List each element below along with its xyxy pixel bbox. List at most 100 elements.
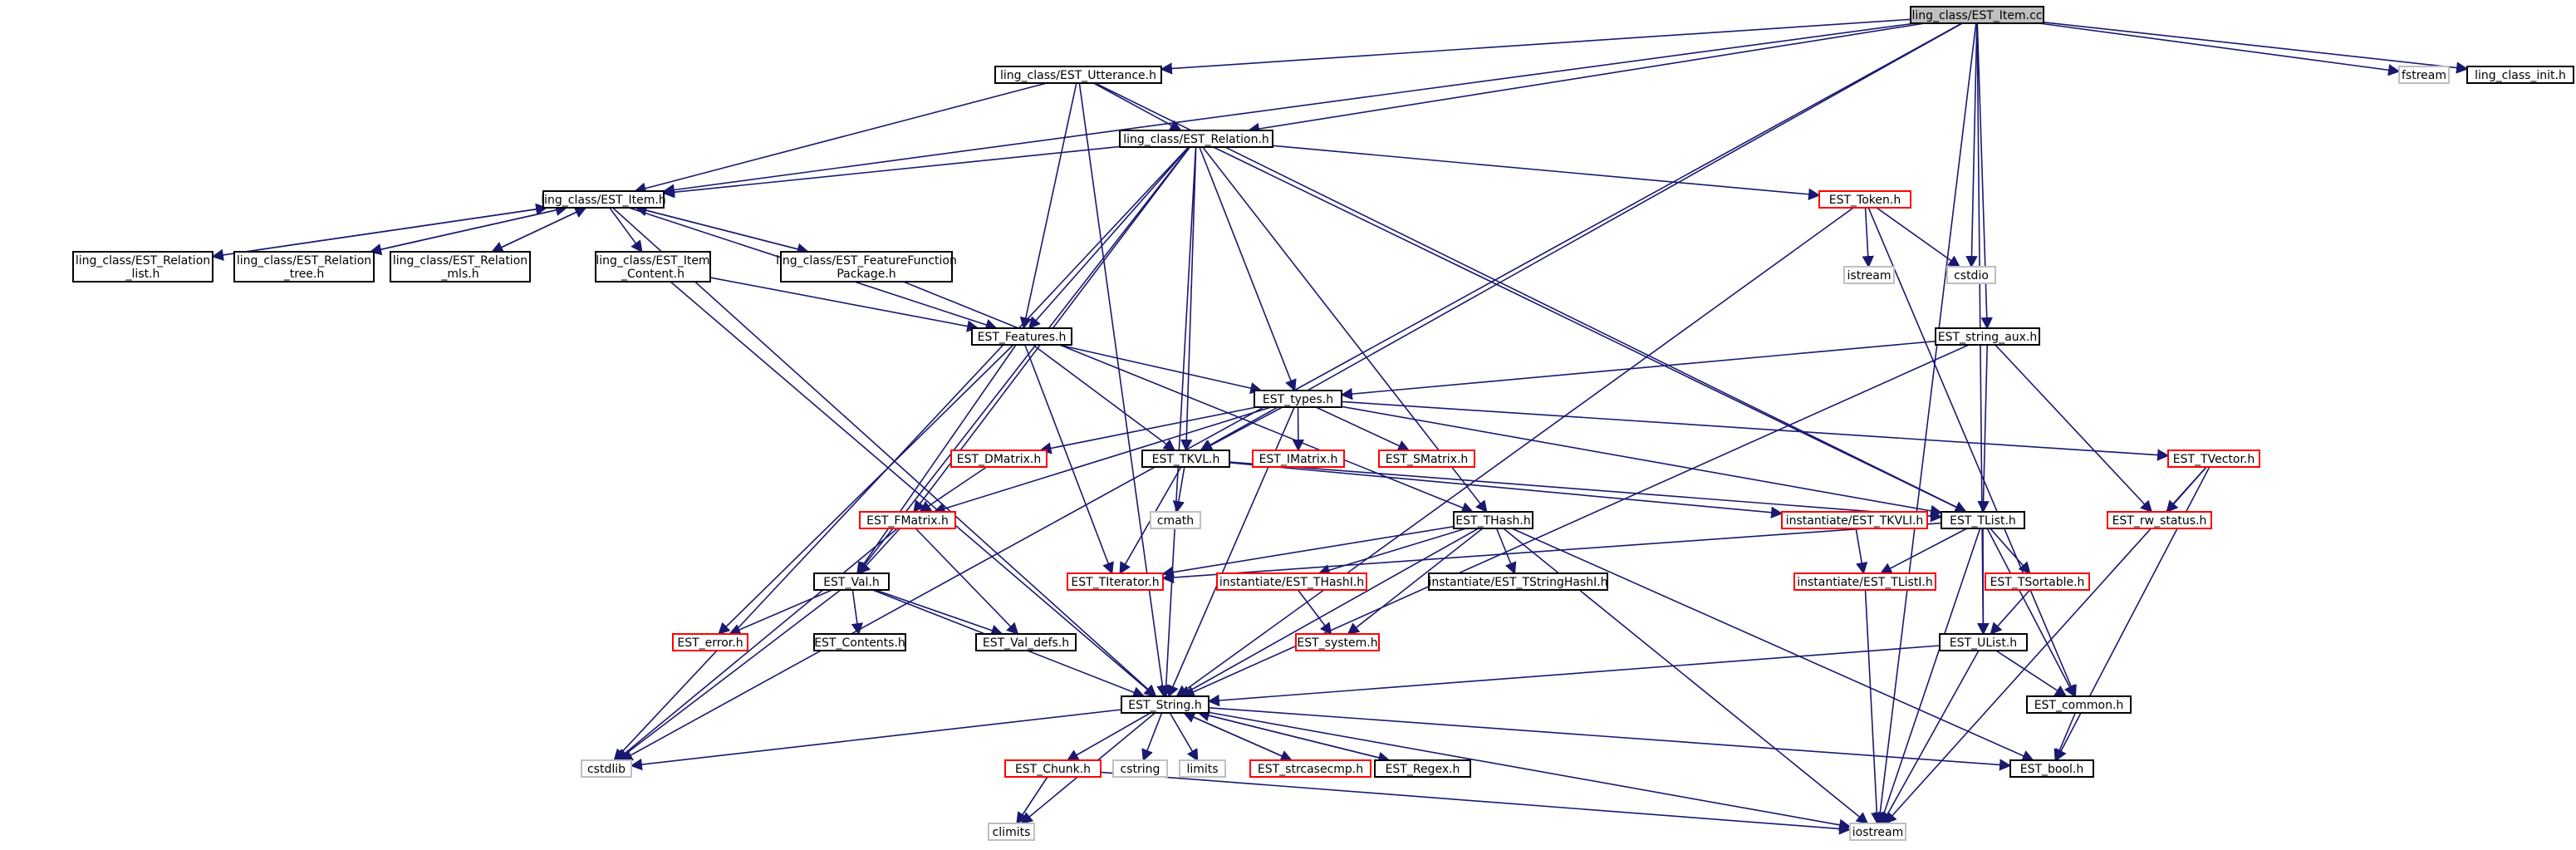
node-itkvli[interactable]: instantiate/EST_TKVLI.h [1781,511,1928,529]
edge-utt-to-rel [1093,82,1182,131]
edge-string-to-bool [1208,706,2012,771]
edge-itlisti-to-iostream [1864,589,1883,825]
node-straux[interactable]: EST_string_aux.h [1935,327,2040,346]
node-thash[interactable]: EST_THash.h [1453,511,1533,529]
node-fmatrix[interactable]: EST_FMatrix.h [859,511,956,529]
edge-string-to-chunk [1066,712,1151,761]
edge-rel-to-tlist [1213,146,1967,513]
node-limits[interactable]: limits [1179,759,1226,778]
node-box [971,327,1072,346]
node-label: EST_THash.h [1455,514,1530,528]
node-string[interactable]: EST_String.h [1121,695,1209,714]
node-tvector[interactable]: EST_TVector.h [2167,450,2260,468]
node-contents[interactable]: EST_Contents.h [813,633,906,651]
node-ithashi[interactable]: instantiate/EST_THashI.h [1216,572,1367,591]
node-cstdio[interactable]: cstdio [1946,266,1996,284]
node-imatrix[interactable]: EST_IMatrix.h [1252,450,1345,468]
edge-ulist-to-common [1995,650,2068,697]
node-tsortable[interactable]: EST_TSortable.h [1985,572,2090,591]
node-rel[interactable]: ling_class/EST_Relation.h [1119,130,1273,148]
node-box [1843,266,1895,284]
node-rlist[interactable]: ling_class/EST_Relation_list.h [72,251,213,283]
node-label: ling_class/EST_Item [596,254,709,268]
node-lcinit[interactable]: ling_class_init.h [2466,66,2574,84]
node-box [1179,759,1226,778]
node-rwstatus[interactable]: EST_rw_status.h [2107,511,2212,529]
edge-tkvl-to-itkvli [1229,462,1784,518]
node-dmatrix[interactable]: EST_DMatrix.h [950,450,1048,468]
node-types[interactable]: EST_types.h [1254,390,1342,408]
node-cmath[interactable]: cmath [1150,511,1201,529]
node-rtree[interactable]: ling_class/EST_Relation_tree.h [233,251,375,283]
edge-tkvl-to-cmath [1172,466,1185,513]
node-rmls[interactable]: ling_class/EST_Relation_mls.h [390,251,531,283]
edge-utt-to-features [1019,82,1077,330]
node-label: fstream [2402,69,2446,82]
node-error[interactable]: EST_error.h [672,633,748,651]
node-label: cstdio [1954,269,1989,283]
edge-common-to-bool [2053,712,2077,762]
edge-thash-to-string [1179,528,1479,697]
node-cstring[interactable]: cstring [1112,759,1168,778]
node-token[interactable]: EST_Token.h [1818,190,1911,209]
node-utt[interactable]: ling_class/EST_Utterance.h [994,66,1162,84]
node-label: ling_class/EST_Utterance.h [1000,69,1156,82]
node-titer[interactable]: EST_TIterator.h [1067,572,1164,591]
node-box [1121,695,1209,714]
edge-itkvli-to-itlisti [1855,528,1868,575]
node-root[interactable]: ling_class/EST_Item.cc [1910,6,2044,24]
node-strcase[interactable]: EST_strcasecmp.h [1249,759,1371,778]
node-box [233,251,375,283]
edge-val-to-contents [851,589,864,636]
node-ulist[interactable]: EST_UList.h [1939,633,2028,651]
edge-root-to-iostream [1874,22,1977,825]
nodes-layer: ling_class/EST_Item.cc ling_class/EST_Utt… [72,6,2574,841]
node-box [672,633,748,651]
node-cstdlib[interactable]: cstdlib [581,759,632,778]
node-chunk[interactable]: EST_Chunk.h [1004,759,1102,778]
node-climits[interactable]: climits [988,823,1035,841]
node-box [581,759,632,778]
node-fstream[interactable]: fstream [2398,66,2450,84]
node-iostream[interactable]: iostream [1849,823,1906,841]
node-label: cmath [1157,514,1194,528]
node-label: EST_Contents.h [814,636,905,650]
node-itlisti[interactable]: instantiate/EST_TListI.h [1793,572,1936,591]
node-box [1150,511,1201,529]
node-tlist[interactable]: EST_TList.h [1941,511,2025,529]
node-val[interactable]: EST_Val.h [813,572,890,591]
edge-strcase-to-string [1182,711,1293,761]
node-label: ling_class/EST_Item.h [541,194,666,207]
node-box [2026,695,2132,714]
edge-ffpkg-to-item [635,204,808,253]
node-label: ling_class/EST_FeatureFunction [776,254,957,268]
node-box [2009,759,2094,778]
node-icontent[interactable]: ling_class/EST_Item_Content.h [595,251,711,283]
node-bool[interactable]: EST_bool.h [2009,759,2094,778]
edge-types-to-tkvl [1200,406,1283,451]
edge-ulist-to-iostream [1882,650,1980,825]
node-features[interactable]: EST_Features.h [971,327,1072,346]
edge-rel-to-features [1028,146,1190,330]
node-box [1910,6,2044,24]
node-smatrix[interactable]: EST_SMatrix.h [1378,450,1475,468]
node-regex[interactable]: EST_Regex.h [1374,759,1471,778]
node-tkvl[interactable]: EST_TKVL.h [1141,450,1230,468]
edge-fmatrix-to-val [858,528,900,575]
node-label: instantiate/EST_THashI.h [1219,576,1364,589]
node-box [950,450,1048,468]
node-box [1941,511,2025,529]
edge-types-to-smatrix [1315,406,1411,452]
node-tstrhashi[interactable]: instantiate/EST_TStringHashI.h [1428,572,1608,591]
edge-features-to-val [856,344,1017,575]
edge-root-to-utt [1160,18,1911,75]
node-system[interactable]: EST_system.h [1295,633,1380,651]
node-istream[interactable]: istream [1843,266,1895,284]
node-box [1112,759,1168,778]
node-label: EST_types.h [1263,393,1333,406]
node-valdefs[interactable]: EST_Val_defs.h [975,633,1077,651]
node-common[interactable]: EST_common.h [2026,695,2132,714]
node-item[interactable]: ling_class/EST_Item.h [541,190,666,209]
